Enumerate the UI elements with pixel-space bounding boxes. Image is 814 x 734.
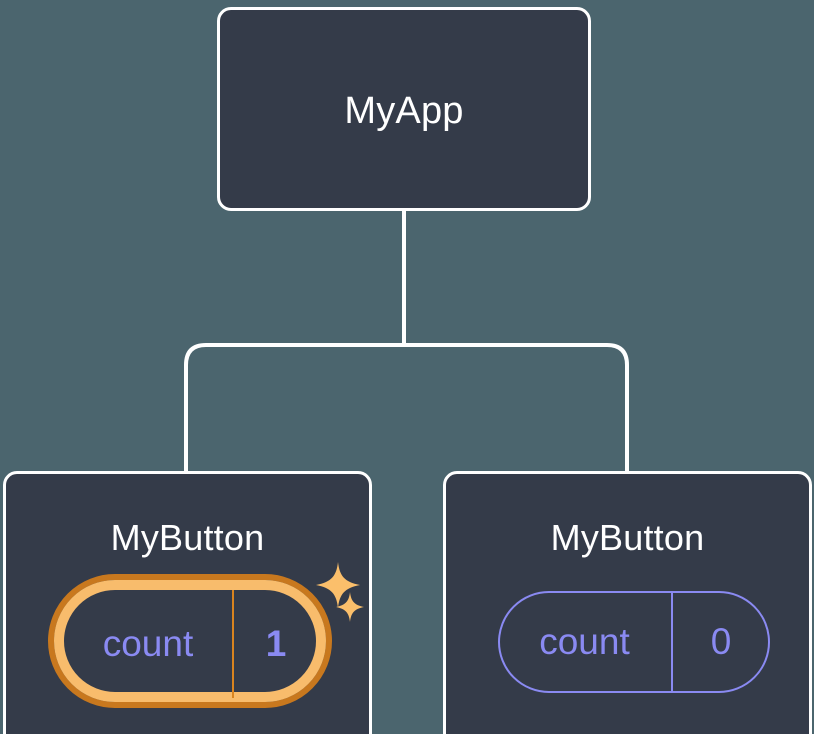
state-pill-left-glow-ring bbox=[48, 574, 332, 708]
node-mybutton-left-title: MyButton bbox=[110, 517, 265, 558]
state-pill-left[interactable]: count 1 bbox=[48, 574, 338, 714]
state-pill-right-outline bbox=[498, 591, 770, 693]
state-pill-left-content: count 1 bbox=[48, 574, 338, 714]
state-pill-right-value: 0 bbox=[710, 621, 732, 662]
sparkle-small-icon bbox=[336, 592, 364, 622]
state-pill-left-key: count bbox=[102, 623, 194, 664]
state-pill-left-value: 1 bbox=[265, 623, 287, 664]
state-pill-left-ring bbox=[54, 580, 326, 702]
node-mybutton-left[interactable]: MyButton count 1 bbox=[3, 471, 372, 734]
node-mybutton-right[interactable]: MyButton count 0 bbox=[443, 471, 812, 734]
state-pill-right-divider bbox=[671, 591, 673, 693]
node-myapp-title: MyApp bbox=[344, 90, 464, 132]
state-pill-right-key: count bbox=[539, 621, 630, 662]
state-pill-right[interactable]: count 0 bbox=[498, 591, 770, 693]
connector-branch-bar bbox=[184, 343, 629, 471]
node-myapp[interactable]: MyApp bbox=[217, 7, 591, 211]
sparkle-large-icon bbox=[316, 562, 360, 608]
node-mybutton-right-title: MyButton bbox=[550, 517, 705, 558]
state-pill-left-divider bbox=[232, 590, 234, 698]
state-pill-right-content: count 0 bbox=[498, 591, 770, 693]
